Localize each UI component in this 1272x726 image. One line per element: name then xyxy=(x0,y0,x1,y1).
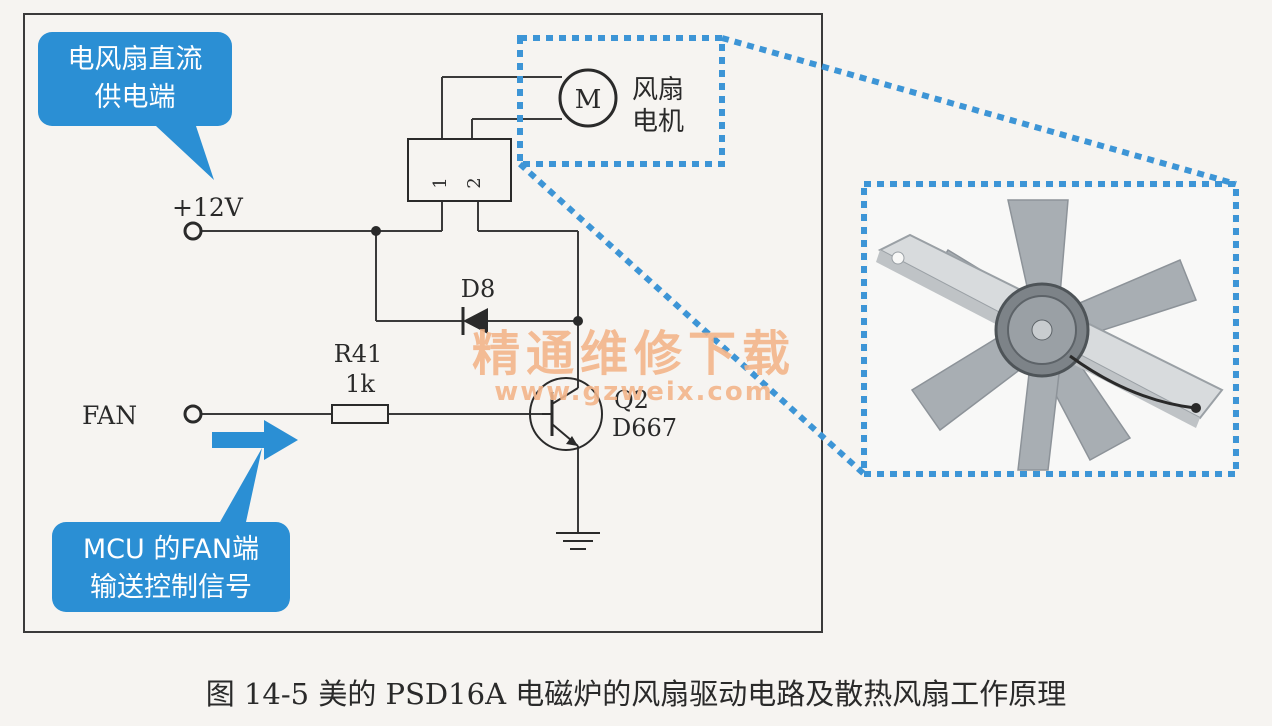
junction-dot xyxy=(371,226,381,236)
fan-terminal xyxy=(183,404,203,424)
callout-power-line1: 电风扇直流 xyxy=(68,44,203,75)
callout-mcu-line2: 输送控制信号 xyxy=(90,572,252,603)
resistor-value: 1k xyxy=(345,370,375,398)
watermark-url: www.gzweix.com xyxy=(494,377,774,407)
fan-photo xyxy=(868,188,1232,471)
vcc-label: +12V xyxy=(172,193,244,222)
transistor-part: D667 xyxy=(612,414,677,442)
resistor-ref: R41 xyxy=(334,340,383,368)
resistor-r41 xyxy=(331,404,389,424)
watermark-title: 精通维修下载 xyxy=(472,326,796,382)
callout-mcu-line1: MCU 的FAN端 xyxy=(83,534,259,565)
motor-label-line2: 电机 xyxy=(632,107,684,137)
junction-dot xyxy=(573,316,583,326)
figure-frame xyxy=(23,13,823,633)
zoom-frames xyxy=(517,35,1239,477)
transistor-ref: Q2 xyxy=(614,386,649,414)
callout-power-line2: 供电端 xyxy=(95,82,176,113)
connector-pin2: 2 xyxy=(464,177,485,188)
diode-ref: D8 xyxy=(461,275,496,303)
ground-symbol xyxy=(556,532,600,550)
motor-symbol-label: M xyxy=(575,85,602,115)
transistor-q2 xyxy=(529,377,603,451)
connector-pin1: 1 xyxy=(430,177,451,188)
motor-label-line1: 风扇 xyxy=(632,75,684,105)
connector xyxy=(407,138,512,202)
diode-d8 xyxy=(461,307,488,335)
vcc-terminal xyxy=(183,221,203,241)
fan-input-label: FAN xyxy=(82,401,137,430)
figure-caption: 图 14-5 美的 PSD16A 电磁炉的风扇驱动电路及散热风扇工作原理 xyxy=(206,677,1067,711)
callout-power: 电风扇直流 供电端 xyxy=(38,32,232,180)
callout-mcu: MCU 的FAN端 输送控制信号 xyxy=(52,448,290,612)
signal-arrow xyxy=(212,420,298,460)
motor-symbol xyxy=(558,68,618,128)
